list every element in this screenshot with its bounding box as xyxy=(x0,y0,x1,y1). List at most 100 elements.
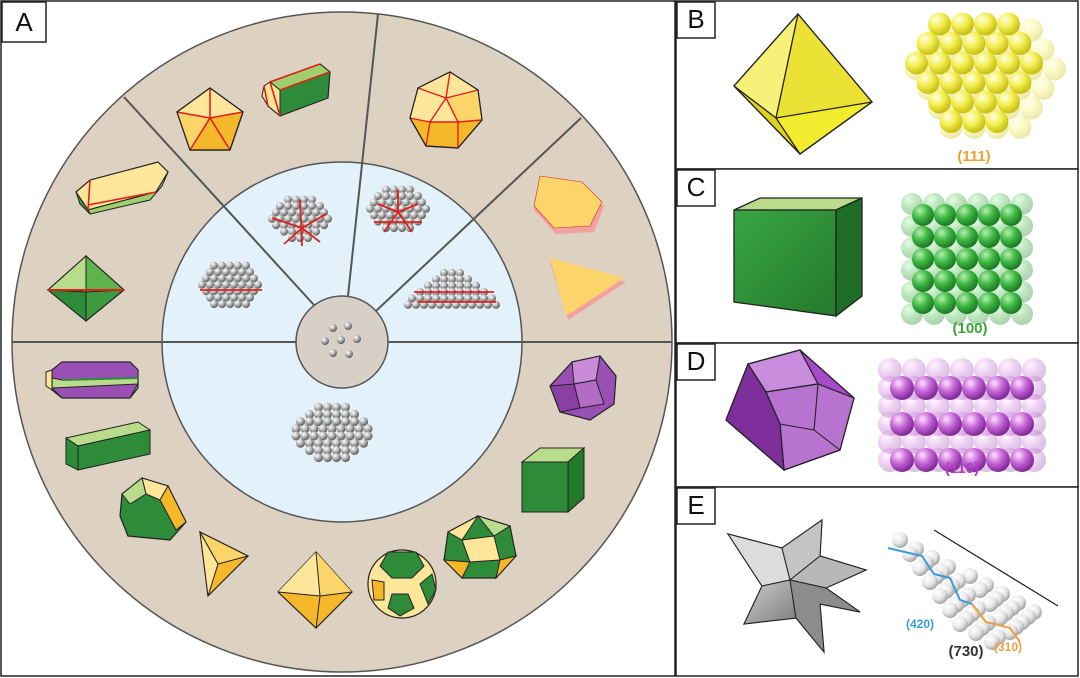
seed-single-crystal xyxy=(291,402,373,463)
atom xyxy=(312,227,320,236)
rhombic-dodecahedron-large xyxy=(725,349,855,472)
cube-small xyxy=(520,446,586,514)
atom xyxy=(214,268,222,276)
atom xyxy=(951,90,974,114)
atom xyxy=(350,438,359,448)
atom xyxy=(890,448,914,472)
atom xyxy=(464,294,472,303)
atom xyxy=(341,402,350,412)
atom xyxy=(316,202,324,210)
truncated-octahedron-shape xyxy=(367,549,437,619)
atom xyxy=(440,281,448,290)
atom xyxy=(350,445,359,455)
atom xyxy=(314,453,323,463)
atom xyxy=(902,358,926,382)
atom xyxy=(974,51,997,75)
atom xyxy=(332,402,341,412)
atom xyxy=(345,424,355,434)
atom xyxy=(314,402,323,412)
atom xyxy=(942,602,958,618)
atom xyxy=(950,394,974,418)
atom xyxy=(1000,204,1022,226)
atom xyxy=(939,110,963,133)
atom xyxy=(370,211,378,220)
atom xyxy=(276,202,284,210)
atom xyxy=(280,227,288,236)
atom xyxy=(986,448,1010,472)
atom xyxy=(406,185,414,194)
twin-plane-line xyxy=(397,203,419,213)
atom xyxy=(300,431,310,441)
step-310-label: (310) xyxy=(994,640,1022,654)
atom xyxy=(390,224,398,232)
atom xyxy=(390,192,398,200)
panel-c: (100) C xyxy=(675,168,1079,344)
atom xyxy=(440,294,448,303)
atom xyxy=(962,448,986,472)
atom xyxy=(1022,394,1046,418)
atom xyxy=(354,424,364,434)
atom xyxy=(974,430,998,454)
atom xyxy=(242,274,250,283)
atom xyxy=(218,300,226,308)
atom xyxy=(951,12,974,36)
atom xyxy=(327,431,337,441)
atom xyxy=(1020,51,1043,75)
atom xyxy=(404,300,412,309)
atom xyxy=(456,268,464,277)
atom xyxy=(418,198,426,207)
atom xyxy=(332,417,341,427)
atom xyxy=(304,234,312,242)
atom xyxy=(300,195,308,204)
atom xyxy=(914,376,938,400)
atom xyxy=(280,208,288,217)
atom xyxy=(323,453,332,463)
atom xyxy=(305,445,314,455)
atom xyxy=(982,596,998,612)
atom xyxy=(1008,32,1032,55)
atom xyxy=(902,430,926,454)
atom xyxy=(440,268,448,277)
atom xyxy=(296,438,305,448)
bipyramid-shape xyxy=(46,254,126,323)
panel-b-label: B xyxy=(687,4,704,34)
atom xyxy=(238,280,246,289)
atom xyxy=(956,292,978,314)
octahedron-shape xyxy=(277,551,353,629)
atom xyxy=(878,358,902,382)
atom xyxy=(312,221,320,230)
atom xyxy=(254,280,262,289)
atom xyxy=(934,270,956,292)
atom xyxy=(926,358,950,382)
atom xyxy=(878,430,902,454)
atom xyxy=(230,293,238,302)
panel-d: (110) D xyxy=(675,342,1079,488)
twin-plane-line xyxy=(377,203,399,213)
atom xyxy=(354,431,364,441)
facet-100-label: (100) xyxy=(952,320,987,337)
atom xyxy=(234,300,242,308)
atom xyxy=(422,204,430,213)
atom xyxy=(292,214,300,223)
step-310-trace xyxy=(971,603,1021,643)
atom xyxy=(226,300,234,308)
atom xyxy=(341,445,350,455)
atom xyxy=(962,71,986,94)
pentagonal-rod-green xyxy=(261,63,332,118)
atom xyxy=(198,280,206,289)
atom xyxy=(210,300,218,308)
atom xyxy=(242,261,250,270)
atom xyxy=(230,268,238,276)
atom xyxy=(440,275,448,284)
atom xyxy=(222,293,230,302)
atom xyxy=(922,574,938,590)
atom xyxy=(962,568,978,584)
atom xyxy=(214,293,222,302)
atom xyxy=(210,261,218,270)
atom xyxy=(890,376,914,400)
atom xyxy=(1022,358,1046,382)
atom xyxy=(985,32,1009,55)
atom xyxy=(914,448,938,472)
atom xyxy=(234,274,242,283)
facet-730-label: (730) xyxy=(948,643,983,660)
